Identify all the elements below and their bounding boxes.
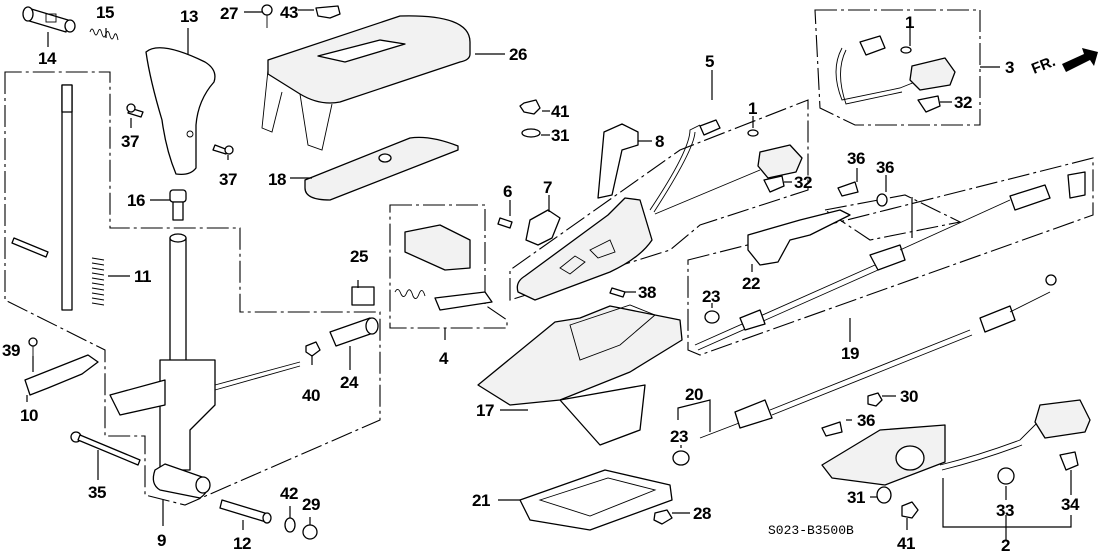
drawing-code: S023-B3500B — [768, 523, 854, 538]
callout-9: 9 — [157, 531, 166, 550]
knob-bushing-drawing — [169, 189, 187, 221]
callout-31-upper: 31 — [551, 126, 569, 145]
callout-17: 17 — [476, 401, 494, 420]
callout-24: 24 — [340, 373, 359, 392]
button-spring-drawing — [89, 28, 119, 41]
callout-2: 2 — [1001, 536, 1010, 553]
callout-13: 13 — [180, 7, 198, 26]
callout-26: 26 — [509, 45, 527, 64]
callout-35: 35 — [88, 483, 106, 502]
callout-43: 43 — [280, 3, 298, 22]
callout-10: 10 — [20, 406, 38, 425]
callout-19: 19 — [841, 344, 859, 363]
callout-36-left: 36 — [847, 149, 865, 168]
lever-group-outline — [4, 71, 381, 506]
callout-37-upper: 37 — [121, 132, 139, 151]
callout-6: 6 — [503, 182, 512, 201]
gasket-drawing — [519, 469, 673, 531]
solenoid-drawing — [394, 224, 493, 311]
callout-15: 15 — [96, 3, 114, 22]
shift-knob-drawing — [145, 47, 216, 176]
solenoid-group-outline — [389, 204, 508, 329]
base-bracket-drawing — [477, 305, 683, 406]
callout-33: 33 — [996, 501, 1014, 520]
callout-16: 16 — [127, 191, 145, 210]
callout-7: 7 — [543, 178, 552, 197]
callout-1-lock: 1 — [748, 99, 757, 118]
callout-40: 40 — [302, 386, 320, 405]
callout-1-harness: 1 — [905, 13, 914, 32]
group-outlines — [4, 9, 1094, 506]
lever-spring-drawing — [91, 257, 105, 306]
callout-36-right: 36 — [876, 158, 894, 177]
callout-42: 42 — [280, 484, 298, 503]
callout-11: 11 — [134, 267, 151, 286]
callout-23-lower: 23 — [670, 427, 688, 446]
pipe-drawing — [219, 499, 269, 523]
position-switch-drawing — [821, 399, 1091, 486]
callout-5: 5 — [705, 52, 714, 71]
callout-4: 4 — [439, 349, 449, 368]
shift-lock-group-outline — [509, 99, 809, 301]
callout-34: 34 — [1061, 495, 1080, 514]
callout-28: 28 — [693, 504, 711, 523]
harness-group-outline — [814, 9, 981, 126]
cable-group-outline — [687, 157, 1094, 356]
front-direction-indicator: FR. — [1029, 48, 1098, 78]
callout-31-lower: 31 — [847, 488, 865, 507]
slide-cover-drawing — [304, 136, 459, 201]
part-drawings — [11, 4, 1091, 540]
shift-lock-drawing — [516, 197, 653, 301]
callout-3: 3 — [1005, 58, 1014, 77]
callout-21: 21 — [472, 491, 490, 510]
callout-38: 38 — [638, 283, 656, 302]
callout-39: 39 — [2, 341, 20, 360]
select-cable-drawing — [699, 274, 1057, 439]
callout-25: 25 — [350, 247, 368, 266]
fr-label: FR. — [1029, 53, 1058, 78]
harness-drawing — [835, 35, 956, 113]
shift-button-drawing — [22, 6, 76, 33]
callout-36-lower: 36 — [857, 411, 875, 430]
bracket-drawing — [24, 354, 99, 396]
indicator-panel-drawing — [267, 15, 471, 104]
shift-cable-drawing — [694, 171, 1086, 351]
cable-holder-drawing — [747, 209, 851, 266]
callout-8: 8 — [655, 132, 664, 151]
callout-12: 12 — [233, 534, 251, 553]
callout-labels: 14 15 13 27 43 26 37 37 18 16 11 25 39 1… — [2, 3, 1080, 553]
callout-29: 29 — [302, 495, 320, 514]
callout-27: 27 — [220, 4, 238, 23]
flange-bolt-drawing — [70, 431, 141, 466]
callout-41-upper: 41 — [551, 102, 569, 121]
callout-22: 22 — [742, 274, 760, 293]
callout-41-lower: 41 — [897, 534, 915, 553]
front-direction-arrow-icon — [1062, 48, 1098, 72]
callout-23-upper: 23 — [702, 287, 720, 306]
callout-18: 18 — [268, 170, 286, 189]
callout-14: 14 — [38, 49, 57, 68]
callout-32-lock: 32 — [794, 173, 812, 192]
select-lever-drawing — [159, 359, 216, 471]
callout-20: 20 — [685, 385, 703, 404]
lever-rod-drawing — [61, 84, 73, 311]
callout-32-harness: 32 — [954, 93, 972, 112]
callout-37-lower: 37 — [219, 170, 237, 189]
leader-lines — [26, 9, 1072, 540]
callout-30: 30 — [900, 387, 918, 406]
